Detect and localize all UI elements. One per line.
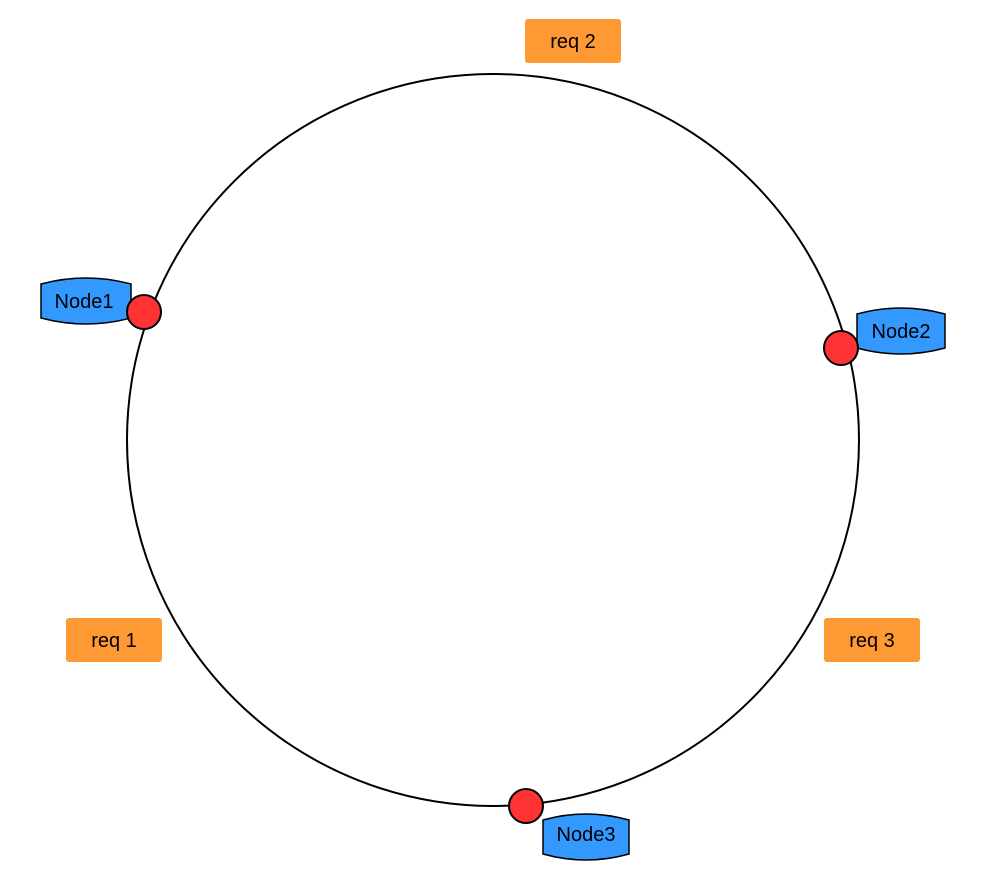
node-2-point <box>823 330 859 366</box>
node-3-flag <box>542 813 630 861</box>
node-1: Node1 <box>40 277 162 330</box>
request-3-label: req 3 <box>849 630 895 652</box>
node-2-label: Node2 <box>872 321 931 343</box>
request-3-box <box>824 618 920 662</box>
request-2-box <box>525 19 621 63</box>
request-1-box <box>66 618 162 662</box>
request-1-label: req 1 <box>91 630 137 652</box>
node-2: Node2 <box>823 307 946 366</box>
node-2-flag <box>856 307 946 355</box>
hash-ring <box>126 73 860 807</box>
request-3: req 3 <box>824 618 920 662</box>
node-3: Node3 <box>508 788 630 861</box>
node-3-point <box>508 788 544 824</box>
node-3-label: Node3 <box>557 824 616 846</box>
request-2-label: req 2 <box>550 31 596 53</box>
node-1-point <box>126 294 162 330</box>
node-1-label: Node1 <box>55 291 114 313</box>
request-2: req 2 <box>525 19 621 63</box>
request-1: req 1 <box>66 618 162 662</box>
